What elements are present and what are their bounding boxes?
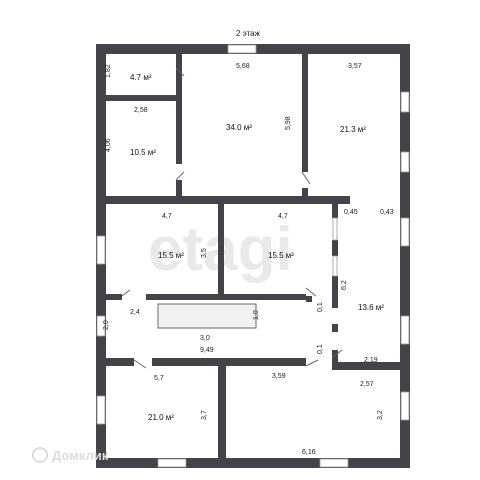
room-area-10-5: 10.5 м² bbox=[130, 148, 156, 157]
room-area-21-3: 21.3 м² bbox=[340, 125, 366, 134]
room-area-21-0: 21.0 м² bbox=[148, 413, 174, 422]
room-area-15-5-a: 15.5 м² bbox=[158, 251, 184, 260]
dim-6-16: 6,16 bbox=[302, 449, 316, 456]
room-area-34: 34.0 м² bbox=[226, 123, 252, 132]
dim-0-45: 0,45 bbox=[344, 209, 358, 216]
dim-0-1-a: 0,1 bbox=[317, 302, 324, 312]
brand-mark: Домклик bbox=[32, 447, 109, 463]
dim-5-7: 5,7 bbox=[154, 375, 164, 382]
dim-3-57: 3,57 bbox=[348, 63, 362, 70]
dim-2-0: 2,0 bbox=[103, 320, 110, 330]
dim-2-58: 2,58 bbox=[134, 107, 148, 114]
windows bbox=[96, 44, 410, 468]
floor-title: 2 этаж bbox=[236, 29, 261, 38]
dim-3-2: 3,2 bbox=[377, 410, 384, 420]
dim-3-7: 3,7 bbox=[201, 410, 208, 420]
dim-4-7-b: 4,7 bbox=[278, 213, 288, 220]
room-area-4-7: 4.7 м² bbox=[130, 73, 152, 82]
dim-6-2: 6,2 bbox=[341, 280, 348, 290]
dim-3-5: 3,5 bbox=[201, 248, 208, 258]
dim-0-1-b: 0,1 bbox=[317, 344, 324, 354]
stair-block bbox=[157, 303, 257, 329]
dim-4-06: 4,06 bbox=[105, 138, 112, 152]
dim-3-59: 3,59 bbox=[272, 373, 286, 380]
brand-logo-icon bbox=[32, 447, 48, 463]
doors bbox=[121, 67, 343, 369]
brand-label: Домклик bbox=[52, 448, 109, 463]
dim-5-98: 5,98 bbox=[285, 116, 292, 130]
dim-1-82: 1,82 bbox=[105, 64, 112, 78]
dim-3-0: 3,0 bbox=[200, 335, 210, 342]
dim-1-0: 1,0 bbox=[253, 310, 260, 320]
dim-2-4: 2,4 bbox=[130, 309, 140, 316]
dim-2-19: 2,19 bbox=[364, 357, 378, 364]
dim-5-68: 5,68 bbox=[236, 63, 250, 70]
dim-2-57: 2,57 bbox=[360, 381, 374, 388]
dim-0-43: 0,43 bbox=[380, 209, 394, 216]
dim-4-7-a: 4,7 bbox=[162, 213, 172, 220]
room-area-13-6: 13.6 м² bbox=[358, 303, 384, 312]
room-area-15-5-b: 15.5 м² bbox=[268, 251, 294, 260]
dim-9-49: 9,49 bbox=[200, 347, 214, 354]
